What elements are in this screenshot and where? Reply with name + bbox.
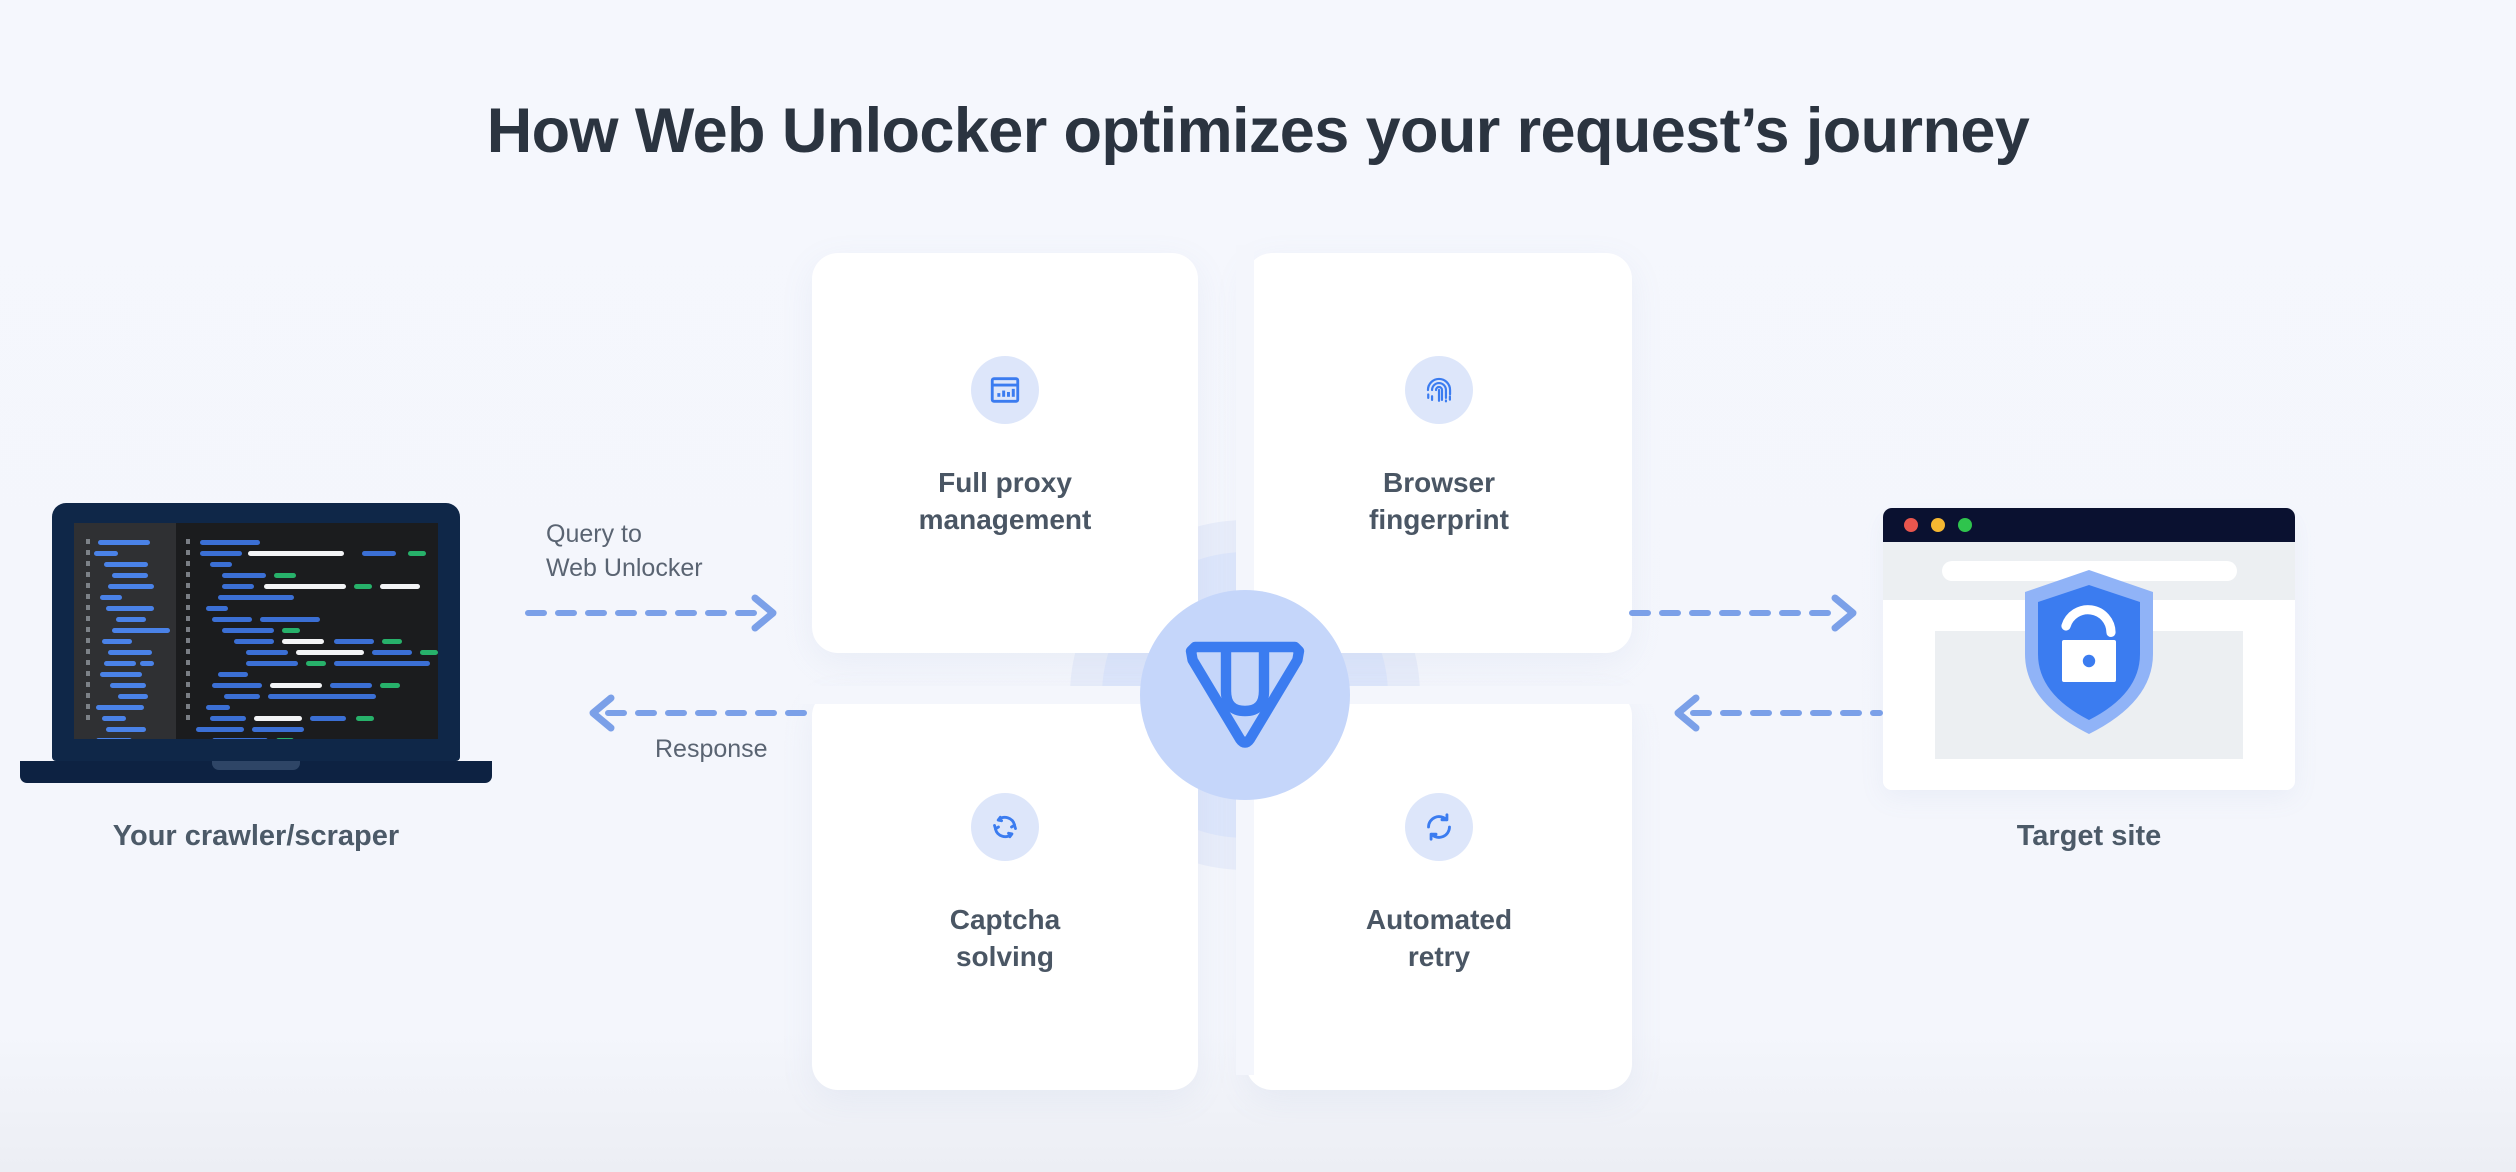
flow-label-query-line1: Query to — [546, 520, 642, 548]
target-site-label: Target site — [2016, 820, 2162, 852]
flow-unlocker-to-target — [1629, 594, 1857, 632]
browser-content — [1883, 600, 2295, 790]
maximize-icon[interactable] — [1958, 518, 1972, 532]
laptop-base — [20, 761, 492, 783]
flow-target-to-unlocker — [1674, 694, 1883, 732]
browser-title-bar — [1883, 508, 2295, 542]
flow-query-to-unlocker — [525, 594, 777, 632]
flow-label-query: Query to Web Unlocker — [546, 518, 703, 586]
close-icon[interactable] — [1904, 518, 1918, 532]
laptop-screen — [74, 523, 438, 739]
flow-label-query-line2: Web Unlocker — [546, 553, 703, 582]
feature-card-full-proxy-management[interactable]: Full proxy management — [812, 253, 1198, 653]
feature-label: Automated retry — [1365, 904, 1513, 972]
editor-gutter-pane — [74, 523, 176, 739]
dashboard-chart-icon — [971, 356, 1039, 424]
flow-response — [589, 694, 815, 732]
feature-label: Captcha solving — [949, 904, 1061, 972]
crawler-label: Your crawler/scraper — [112, 820, 400, 852]
laptop-body — [20, 503, 492, 783]
feature-card-captcha-solving[interactable]: Captcha solving — [812, 690, 1198, 1090]
feature-card-browser-fingerprint[interactable]: Browser fingerprint — [1246, 253, 1632, 653]
crawler-laptop — [20, 503, 492, 783]
fingerprint-icon — [1405, 356, 1473, 424]
content-placeholder — [1935, 631, 2243, 759]
code-gutter-dots — [186, 539, 190, 725]
halo-ring-inner — [1140, 590, 1350, 800]
gutter-dots — [86, 539, 90, 725]
browser-toolbar — [1883, 542, 2295, 600]
laptop-notch — [212, 761, 300, 770]
feature-label: Full proxy management — [918, 467, 1092, 535]
refresh-arrows-icon — [971, 793, 1039, 861]
web-unlocker-logo — [1175, 625, 1315, 765]
url-bar[interactable] — [1941, 561, 2237, 581]
feature-label: Browser fingerprint — [1369, 467, 1509, 535]
page-title: How Web Unlocker optimizes your request’… — [486, 96, 2030, 166]
editor-code-pane — [176, 523, 438, 739]
sync-circle-icon — [1405, 793, 1473, 861]
target-site-browser[interactable] — [1883, 508, 2295, 790]
minimize-icon[interactable] — [1931, 518, 1945, 532]
flow-label-response: Response — [655, 735, 768, 763]
